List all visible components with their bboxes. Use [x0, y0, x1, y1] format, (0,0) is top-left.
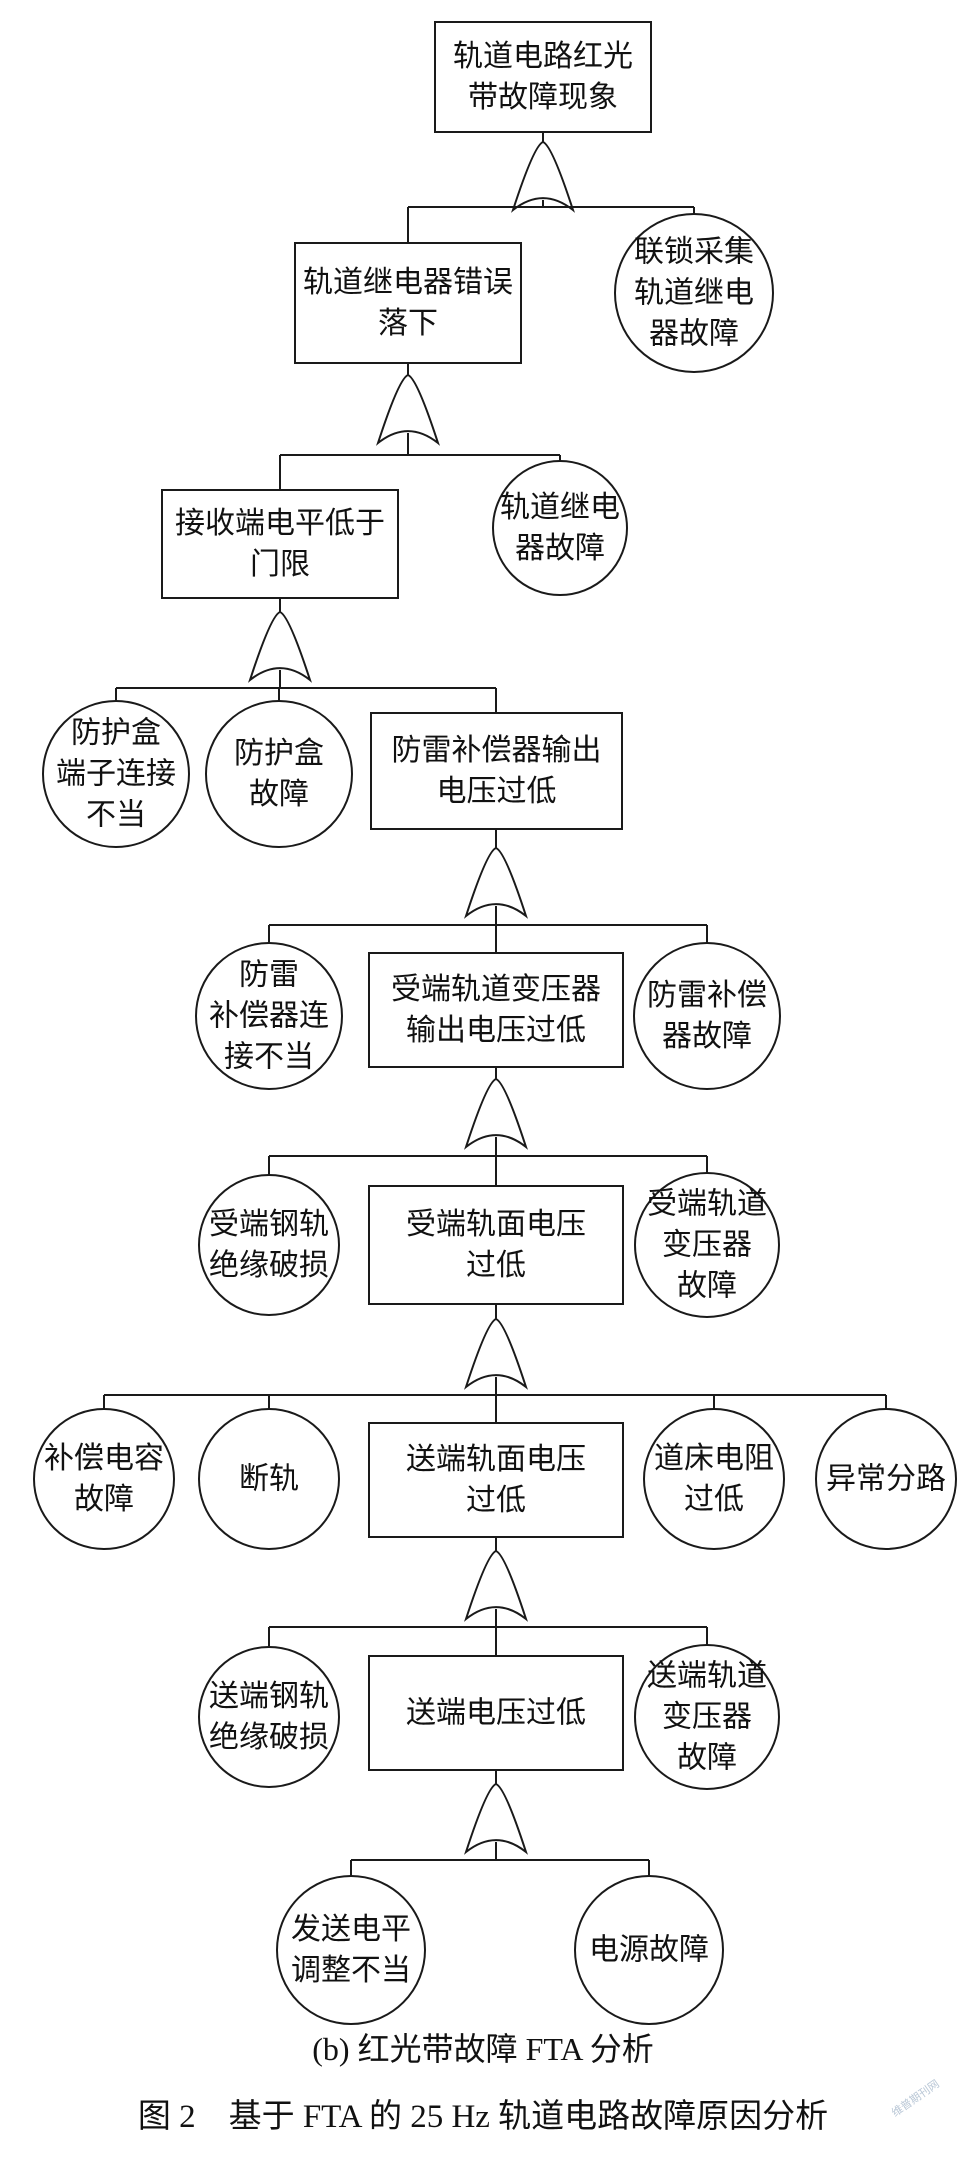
- node-label: 故障: [74, 1483, 134, 1516]
- node-label: 器故障: [649, 318, 739, 351]
- node-label: 防护盒: [234, 737, 324, 770]
- or-gate-symbol: [511, 140, 575, 213]
- node-label: 联锁采集: [634, 236, 754, 269]
- node-label: 轨道电路红光: [453, 40, 633, 73]
- node-label: 器故障: [515, 532, 605, 565]
- node-label: 故障: [249, 778, 309, 811]
- basic-event-break_rail: 断轨: [198, 1408, 340, 1550]
- basic-event-power: 电源故障: [574, 1875, 724, 2025]
- node-label: 调整不当: [291, 1954, 411, 1987]
- node-label: 变压器: [662, 1229, 752, 1262]
- or-gate-symbol: [248, 610, 312, 683]
- node-label: 受端钢轨: [209, 1208, 329, 1241]
- node-label: 轨道继电器错误: [303, 266, 513, 299]
- event-box-tx_v: 送端电压过低: [368, 1655, 624, 1771]
- basic-event-abn_shunt: 异常分路: [815, 1408, 957, 1550]
- node-label: 断轨: [239, 1463, 299, 1496]
- node-label: 变压器: [662, 1701, 752, 1734]
- node-label: 送端轨道: [647, 1660, 767, 1693]
- node-label: 防护盒: [71, 717, 161, 750]
- node-label: 送端轨面电压: [406, 1443, 586, 1476]
- node-label: 接收端电平低于: [175, 507, 385, 540]
- node-label: 轨道继电: [500, 491, 620, 524]
- sub-caption: (b) 红光带故障 FTA 分析: [312, 2031, 653, 2067]
- node-label: 轨道继电: [634, 277, 754, 310]
- node-label: 防雷: [239, 959, 299, 992]
- node-label: 补偿电容: [44, 1442, 164, 1475]
- or-gate-symbol: [464, 1782, 528, 1855]
- watermark: 维普期刊网: [889, 2076, 942, 2119]
- figure-caption: 图 2 基于 FTA 的 25 Hz 轨道电路故障原因分析: [138, 2098, 828, 2135]
- node-label: 受端轨道: [647, 1188, 767, 1221]
- node-label: 故障: [677, 1742, 737, 1775]
- node-label: 端子连接: [56, 758, 176, 791]
- node-label: 补偿器连: [209, 1000, 329, 1033]
- node-label: 过低: [466, 1249, 526, 1282]
- node-label: 绝缘破损: [209, 1721, 329, 1754]
- node-label: 道床电阻: [654, 1442, 774, 1475]
- node-label: 异常分路: [826, 1463, 946, 1496]
- node-label: 防雷补偿器输出: [392, 734, 602, 767]
- node-label: 故障: [677, 1270, 737, 1303]
- node-label: 输出电压过低: [406, 1014, 586, 1047]
- node-label: 过低: [466, 1484, 526, 1517]
- node-label: 电源故障: [589, 1934, 709, 1967]
- node-label: 电压过低: [437, 775, 557, 808]
- or-gate-symbol: [464, 1549, 528, 1622]
- node-label: 落下: [378, 307, 438, 340]
- node-label: 发送电平: [291, 1913, 411, 1946]
- node-label: 接不当: [224, 1041, 314, 1074]
- or-gate-symbol: [464, 1077, 528, 1150]
- node-label: 送端电压过低: [406, 1697, 586, 1730]
- node-label: 门限: [250, 548, 310, 581]
- node-label: 绝缘破损: [209, 1249, 329, 1282]
- or-gate-symbol: [376, 373, 440, 446]
- node-label: 器故障: [662, 1020, 752, 1053]
- node-label: 防雷补偿: [647, 979, 767, 1012]
- node-label: 不当: [86, 799, 146, 832]
- node-label: 过低: [684, 1483, 744, 1516]
- node-label: 受端轨面电压: [406, 1208, 586, 1241]
- or-gate-symbol: [464, 1317, 528, 1390]
- or-gate-symbol: [464, 846, 528, 919]
- node-label: 送端钢轨: [209, 1680, 329, 1713]
- node-label: 带故障现象: [468, 81, 618, 114]
- node-label: 受端轨道变压器: [391, 973, 601, 1006]
